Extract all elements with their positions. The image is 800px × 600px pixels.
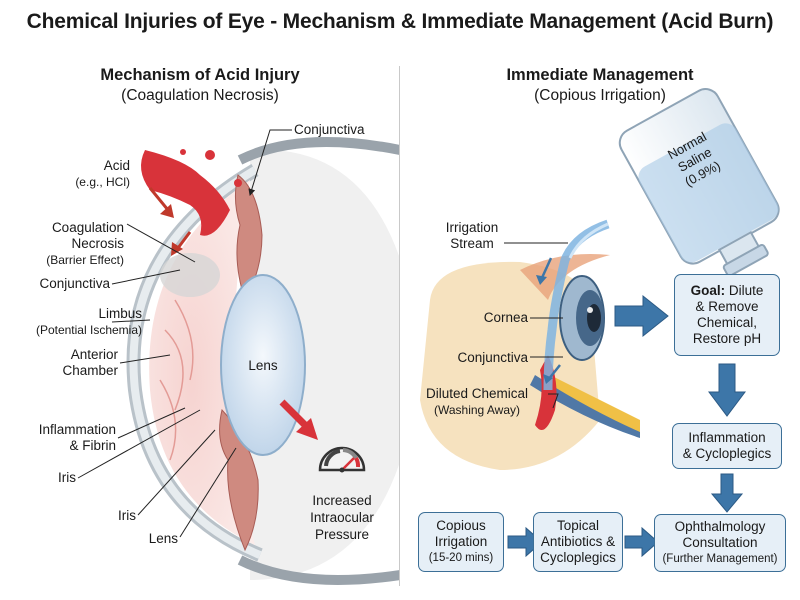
box-ophthalmology-consultation: Ophthalmology Consultation (Further Mana… xyxy=(654,514,786,572)
topical-box-line3: Cycloplegics xyxy=(540,550,616,565)
goal-line3: Chemical, xyxy=(696,315,758,330)
goal-line1: Dilute xyxy=(728,283,764,298)
saline-bottle xyxy=(618,88,780,277)
box-goal: Goal: Dilute & Remove Chemical, Restore … xyxy=(674,274,780,356)
label-coagulation-necrosis: Coagulation Necrosis (Barrier Effect) xyxy=(20,220,124,268)
label-irrigation-stream: Irrigation Stream xyxy=(432,220,512,252)
left-panel-header: Mechanism of Acid Injury (Coagulation Ne… xyxy=(10,66,390,105)
goal-line4: Restore pH xyxy=(692,331,762,346)
label-acid: Acid (e.g., HCl) xyxy=(40,158,130,190)
label-acid-text: Acid xyxy=(103,158,130,173)
label-diluted-chemical: Diluted Chemical (Washing Away) xyxy=(410,386,544,418)
topical-box-line1: Topical xyxy=(556,518,600,533)
eye-cross-section xyxy=(126,137,399,585)
label-coag-line2: Necrosis xyxy=(71,236,124,251)
left-panel-heading: Mechanism of Acid Injury xyxy=(100,66,300,84)
label-limbus-sub: (Potential Ischemia) xyxy=(35,323,142,337)
panel-divider xyxy=(399,66,400,586)
right-panel-subheading: (Copious Irrigation) xyxy=(534,87,666,104)
inflammation-box-line1: Inflammation xyxy=(688,430,766,445)
label-iris-1: Iris xyxy=(58,470,76,485)
diluted-line1: Diluted Chemical xyxy=(425,386,529,401)
label-iris-2: Iris xyxy=(118,508,136,523)
label-lens-bottom: Lens xyxy=(148,531,178,546)
goal-bold: Goal: xyxy=(690,283,726,298)
box-topical-antibiotics: Topical Antibiotics & Cycloplegics xyxy=(533,512,623,572)
label-conjunctiva-mid: Conjunctiva xyxy=(39,276,110,291)
inflammation-box-line2: & Cycloplegics xyxy=(682,446,772,461)
right-panel-header: Immediate Management (Copious Irrigation… xyxy=(410,66,790,105)
left-leader-lines xyxy=(77,129,292,538)
right-leader-lines xyxy=(504,242,568,409)
consult-box-line1: Ophthalmology xyxy=(674,519,766,534)
stream-line1: Irrigation xyxy=(445,220,499,235)
label-limbus-text: Limbus xyxy=(98,306,142,321)
label-inflammation-fibrin: Inflammation & Fibrin xyxy=(10,422,116,454)
label-limbus: Limbus (Potential Ischemia) xyxy=(10,306,142,338)
consult-box-line2: Consultation xyxy=(682,535,758,550)
main-title: Chemical Injuries of Eye - Mechanism & I… xyxy=(26,10,774,33)
irrigation-box-line1: Copious xyxy=(436,518,486,533)
label-coag-line1: Coagulation xyxy=(51,220,124,235)
label-inflammation-line1: Inflammation xyxy=(38,422,116,437)
label-cornea: Cornea xyxy=(483,310,528,325)
label-lens-center: Lens xyxy=(248,358,278,373)
label-acid-example: (e.g., HCl) xyxy=(75,175,130,189)
right-panel-heading: Immediate Management xyxy=(506,66,694,84)
box-inflammation-cycloplegics: Inflammation & Cycloplegics xyxy=(672,423,782,469)
topical-box-line2: Antibiotics & xyxy=(540,534,616,549)
label-anterior-line1: Anterior xyxy=(70,347,118,362)
label-iop-line2: Intraocular xyxy=(310,510,374,525)
label-iop-line3: Pressure xyxy=(314,527,370,542)
label-inflammation-line2: & Fibrin xyxy=(69,438,116,453)
goal-line2: & Remove xyxy=(695,299,759,314)
stream-line2: Stream xyxy=(450,236,494,251)
label-iop-line1: Increased xyxy=(312,493,372,508)
label-anterior-chamber: Anterior Chamber xyxy=(30,347,118,379)
label-anterior-line2: Chamber xyxy=(62,363,118,378)
label-coag-sub: (Barrier Effect) xyxy=(46,253,124,267)
irrigation-box-sub: (15-20 mins) xyxy=(428,552,494,564)
label-conjunctiva-top: Conjunctiva xyxy=(294,122,365,137)
diluted-line2: (Washing Away) xyxy=(433,403,521,417)
box-copious-irrigation: Copious Irrigation (15-20 mins) xyxy=(418,512,504,572)
irrigation-box-line2: Irrigation xyxy=(434,534,488,549)
consult-box-sub: (Further Management) xyxy=(662,553,778,565)
label-conjunctiva-right: Conjunctiva xyxy=(457,350,528,365)
label-increased-iop: Increased Intraocular Pressure xyxy=(292,492,392,543)
left-panel-subheading: (Coagulation Necrosis) xyxy=(121,87,279,104)
